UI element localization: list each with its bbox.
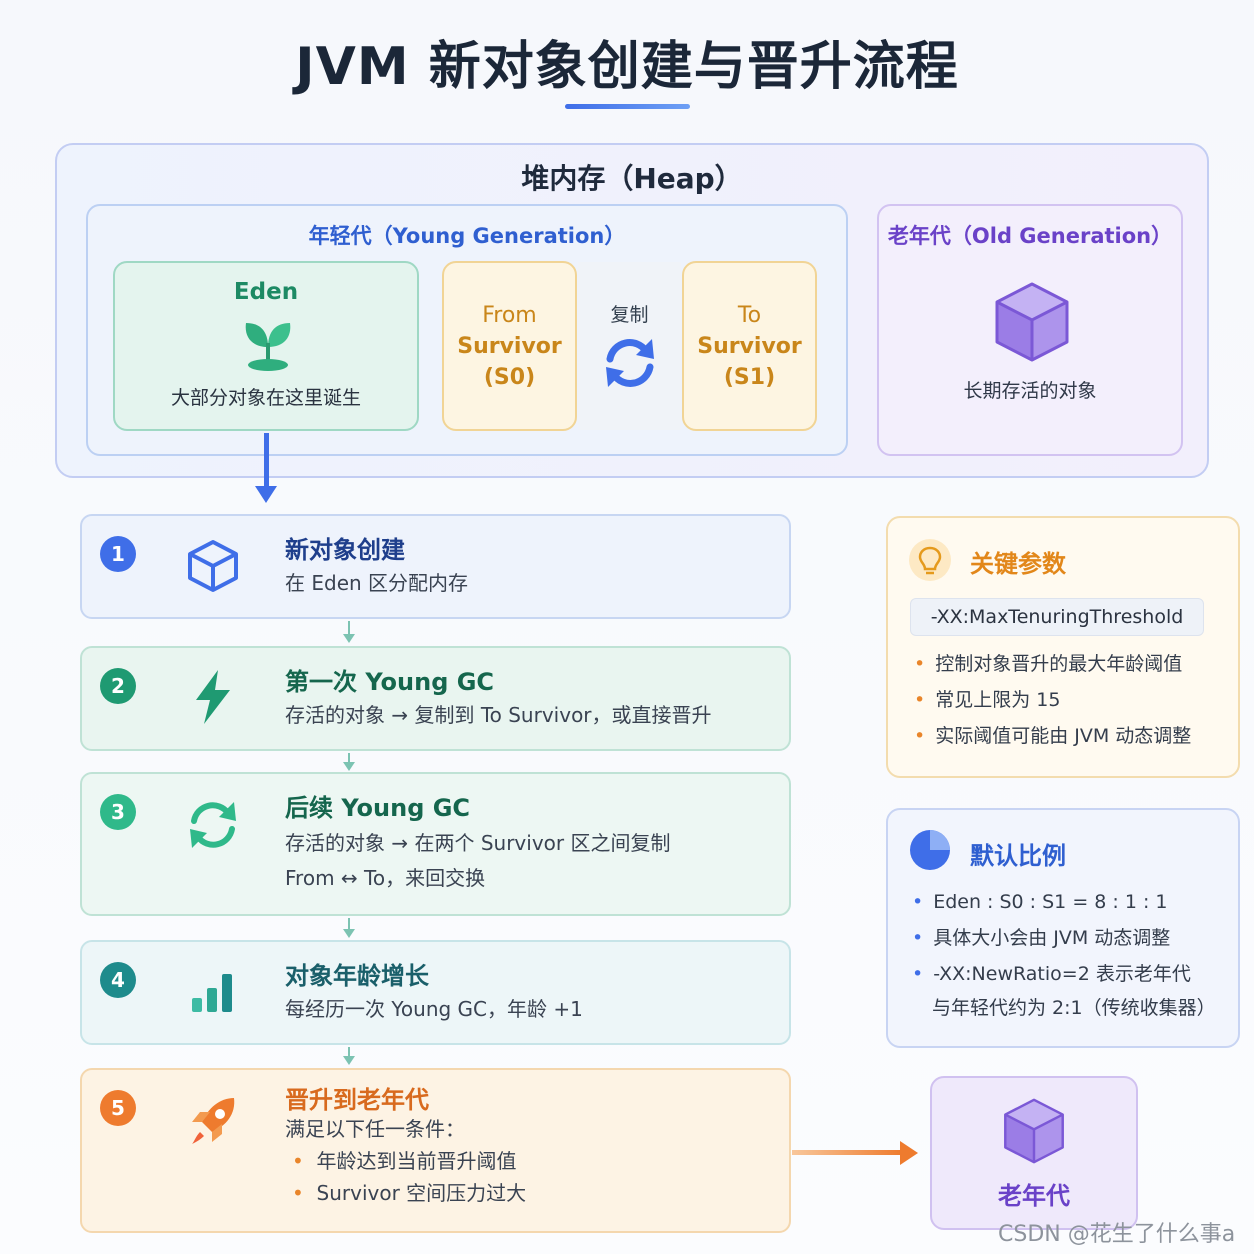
heap-title: 堆内存（Heap） [521,162,743,195]
ratio-item: •-XX:NewRatio=2 表示老年代 [912,963,1191,985]
step-description: 在 Eden 区分配内存 [285,571,469,595]
step-description: 存活的对象 → 复制到 To Survivor，或直接晋升 [285,703,712,727]
param-item: •控制对象晋升的最大年龄阈值 [914,653,1183,675]
young-generation-title: 年轻代（Young Generation） [308,224,626,248]
cube-icon [995,282,1069,362]
key-params-card: 关键参数 -XX:MaxTenuringThreshold •控制对象晋升的最大… [886,516,1240,778]
connector-arrow [343,929,355,938]
eden-arrow-head [255,486,277,503]
step-title: 对象年龄增长 [285,962,429,990]
step-number: 4 [100,962,136,998]
to-survivor-line2: Survivor [697,333,802,359]
watermark: CSDN @花生了什么事a [998,1222,1236,1247]
param-item: •常见上限为 15 [914,689,1061,711]
key-params-title: 关键参数 [970,550,1066,578]
to-survivor-line1: To [737,302,762,328]
connector-line [348,1047,350,1057]
pie-chart-icon [910,830,950,870]
condition-text: 年龄达到当前晋升阈值 [316,1149,517,1173]
bar-chart-icon [192,974,232,1012]
connector-line [348,753,350,763]
step-4-card: 4 对象年龄增长 每经历一次 Young GC，年龄 +1 [80,940,791,1045]
connector-arrow [343,1056,355,1065]
eden-title: Eden [233,279,299,305]
step-number: 5 [100,1090,136,1126]
ratio-item-continued: 与年轻代约为 2:1（传统收集器） [932,997,1216,1019]
step-title: 第一次 Young GC [285,668,495,696]
ratio-item: •Eden : S0 : S1 = 8 : 1 : 1 [912,891,1168,913]
step-title: 晋升到老年代 [285,1086,429,1114]
eden-arrow-shaft [264,433,269,489]
lightning-icon [196,670,230,724]
lightbulb-icon [909,539,951,581]
connector-arrow [343,634,355,643]
default-ratio-card: 默认比例 •Eden : S0 : S1 = 8 : 1 : 1 •具体大小会由… [886,808,1240,1048]
connector-line [348,621,350,635]
promotion-arrow-shaft [792,1150,902,1155]
from-survivor-line1: From [482,302,537,328]
rocket-icon [192,1098,235,1144]
ratio-item: •具体大小会由 JVM 动态调整 [912,927,1171,949]
sync-icon [190,802,236,848]
old-generation-description: 长期存活的对象 [963,380,1097,402]
from-survivor-box: From Survivor (S0) [442,261,577,431]
to-survivor-box: To Survivor (S1) [682,261,817,431]
step-5-card: 5 晋升到老年代 满足以下任一条件： • 年龄达到当前晋升阈值 • Surviv… [80,1068,791,1233]
old-generation-panel: 老年代（Old Generation） 长期存活的对象 [877,204,1183,456]
param-code: -XX:MaxTenuringThreshold [910,598,1204,636]
cube-outline-icon [188,540,238,592]
step-description-2: From ↔ To，来回交换 [285,866,486,890]
param-item: •实际阈值可能由 JVM 动态调整 [914,725,1192,747]
from-survivor-line3: (S0) [483,364,536,390]
step-number: 2 [100,668,136,704]
step-title: 新对象创建 [285,536,405,564]
eden-description: 大部分对象在这里诞生 [170,387,361,409]
eden-box: Eden 大部分对象在这里诞生 [113,261,419,431]
connector-arrow [343,762,355,771]
step-title: 后续 Young GC [285,794,471,822]
condition-item: • Survivor 空间压力过大 [292,1181,527,1205]
page-title: JVM 新对象创建与晋升流程 [295,37,959,97]
step-description: 存活的对象 → 在两个 Survivor 区之间复制 [285,831,671,855]
copy-label: 复制 [610,304,649,326]
sprout-icon [245,323,291,371]
default-ratio-title: 默认比例 [970,842,1066,870]
title-underline [565,104,690,109]
step-2-card: 2 第一次 Young GC 存活的对象 → 复制到 To Survivor，或… [80,646,791,751]
step-description: 满足以下任一条件： [285,1117,465,1141]
old-generation-label: 老年代 [998,1182,1070,1210]
step-3-card: 3 后续 Young GC 存活的对象 → 在两个 Survivor 区之间复制… [80,772,791,916]
step-description: 每经历一次 Young GC，年龄 +1 [285,997,583,1021]
from-survivor-line2: Survivor [457,333,562,359]
promotion-arrow-head [900,1141,918,1165]
to-survivor-line3: (S1) [723,364,776,390]
cube-icon [1004,1098,1064,1164]
step-1-card: 1 新对象创建 在 Eden 区分配内存 [80,514,791,619]
sync-icon [606,339,654,387]
old-generation-target: 老年代 [930,1076,1138,1230]
condition-item: • 年龄达到当前晋升阈值 [292,1149,517,1173]
old-generation-title: 老年代（Old Generation） [887,224,1173,248]
condition-text: Survivor 空间压力过大 [316,1181,527,1205]
step-number: 3 [100,794,136,830]
connector-line [348,918,350,930]
step-number: 1 [100,536,136,572]
